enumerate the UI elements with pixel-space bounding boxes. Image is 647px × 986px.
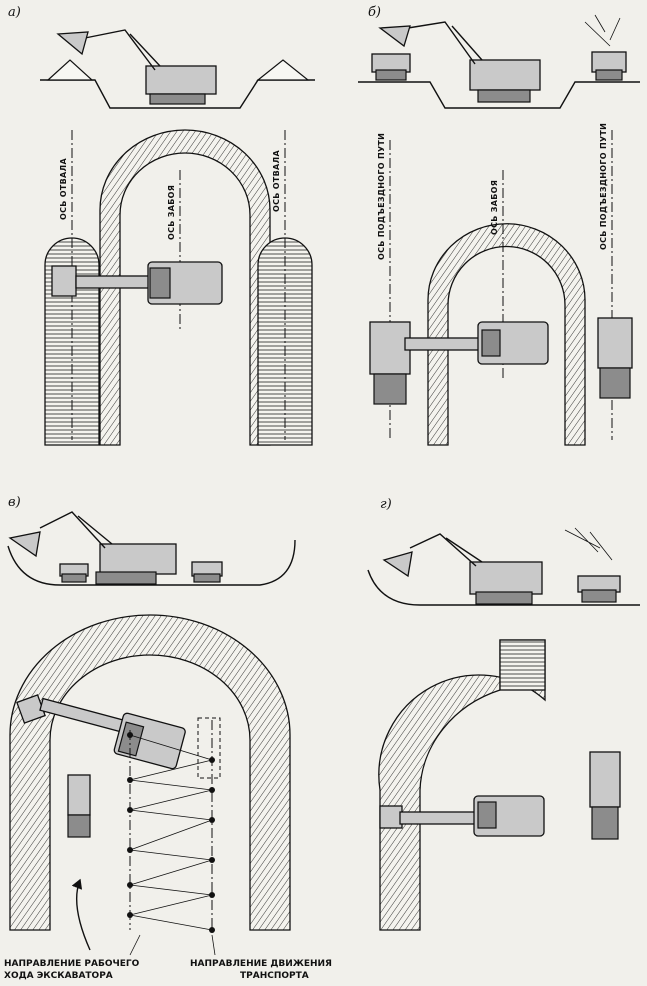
face-arch-v [9, 614, 291, 931]
caption-transport-direction-2: ТРАНСПОРТА [240, 971, 309, 981]
axis-label-access-left: ОСЬ ПОДЪЕЗДНОГО ПУТИ [377, 133, 386, 260]
panel-b: б) ОСЬ ПОДЪЕ [358, 5, 640, 446]
panel-b-label: б) [368, 5, 381, 20]
face-arch [99, 129, 271, 446]
axis-label-access-right: ОСЬ ПОДЪЕЗДНОГО ПУТИ [599, 123, 608, 250]
panel-v: в) [4, 495, 332, 981]
panel-a-cross-section [40, 29, 315, 109]
panel-v-plan [9, 614, 291, 956]
panel-g-label: г) [380, 497, 392, 512]
panel-a-label: а) [8, 5, 21, 20]
panel-g: г) [367, 497, 640, 931]
panel-v-label: в) [8, 495, 21, 510]
leader-line-working [129, 934, 141, 956]
axis-label-face-a: ОСЬ ЗАБОЯ [167, 185, 176, 240]
zigzag-path [127, 720, 215, 935]
axis-label-face-b: ОСЬ ЗАБОЯ [490, 180, 499, 235]
excavator-side-icon-g [382, 533, 543, 605]
excavator-plan-icon [51, 261, 223, 305]
panel-a: а) ОСЬ ОТВ [8, 5, 315, 446]
truck-right-icon-g [577, 575, 621, 603]
truck-left-icon [371, 53, 411, 81]
excavator-side-icon [56, 29, 217, 105]
leader-line-transport [211, 934, 216, 956]
caption-working-direction-1: НАПРАВЛЕНИЕ РАБОЧЕГО [4, 959, 140, 969]
truck-right-icon-v [191, 561, 223, 583]
truck-plan-right-icon [597, 317, 633, 399]
panel-g-plan [378, 639, 621, 931]
spoil-heap-left-icon [46, 59, 94, 81]
truck-plan-left-icon [369, 321, 411, 405]
truck-left-icon-v [59, 563, 89, 583]
dump-spill-icon-g [564, 527, 613, 561]
axis-label-dump-left: ОСЬ ОТВАЛА [59, 158, 68, 220]
panel-a-plan: ОСЬ ОТВАЛА ОСЬ ЗАБОЯ ОСЬ ОТВАЛА [44, 129, 313, 446]
truck-plan-icon-g [589, 751, 621, 840]
caption-transport-direction-1: НАПРАВЛЕНИЕ ДВИЖЕНИЯ [190, 959, 332, 969]
spoil-heap-right-icon [256, 59, 310, 81]
excavator-side-icon-b [378, 21, 541, 103]
truck-plan-icon-v [67, 774, 91, 838]
panel-g-cross-section [367, 527, 640, 606]
panel-b-cross-section [358, 14, 640, 109]
ghost-truck-icon [197, 717, 221, 779]
truck-right-icon [591, 51, 627, 81]
panel-v-cross-section [7, 511, 296, 586]
face-wall-g [499, 639, 546, 691]
excavator-side-icon-v [8, 511, 177, 585]
face-arch-b [427, 223, 586, 446]
dump-spill-icon [584, 14, 621, 47]
working-direction-arrow [71, 878, 91, 951]
excavator-plan-icon-b [404, 321, 549, 365]
caption-working-direction-2: ХОДА ЭКСКАВАТОРА [4, 971, 113, 981]
excavator-plan-icon-g [379, 795, 545, 837]
panel-b-plan: ОСЬ ПОДЪЕЗДНОГО ПУТИ ОСЬ ЗАБОЯ ОСЬ ПОДЪЕ… [369, 123, 633, 446]
axis-label-dump-right: ОСЬ ОТВАЛА [272, 150, 281, 212]
